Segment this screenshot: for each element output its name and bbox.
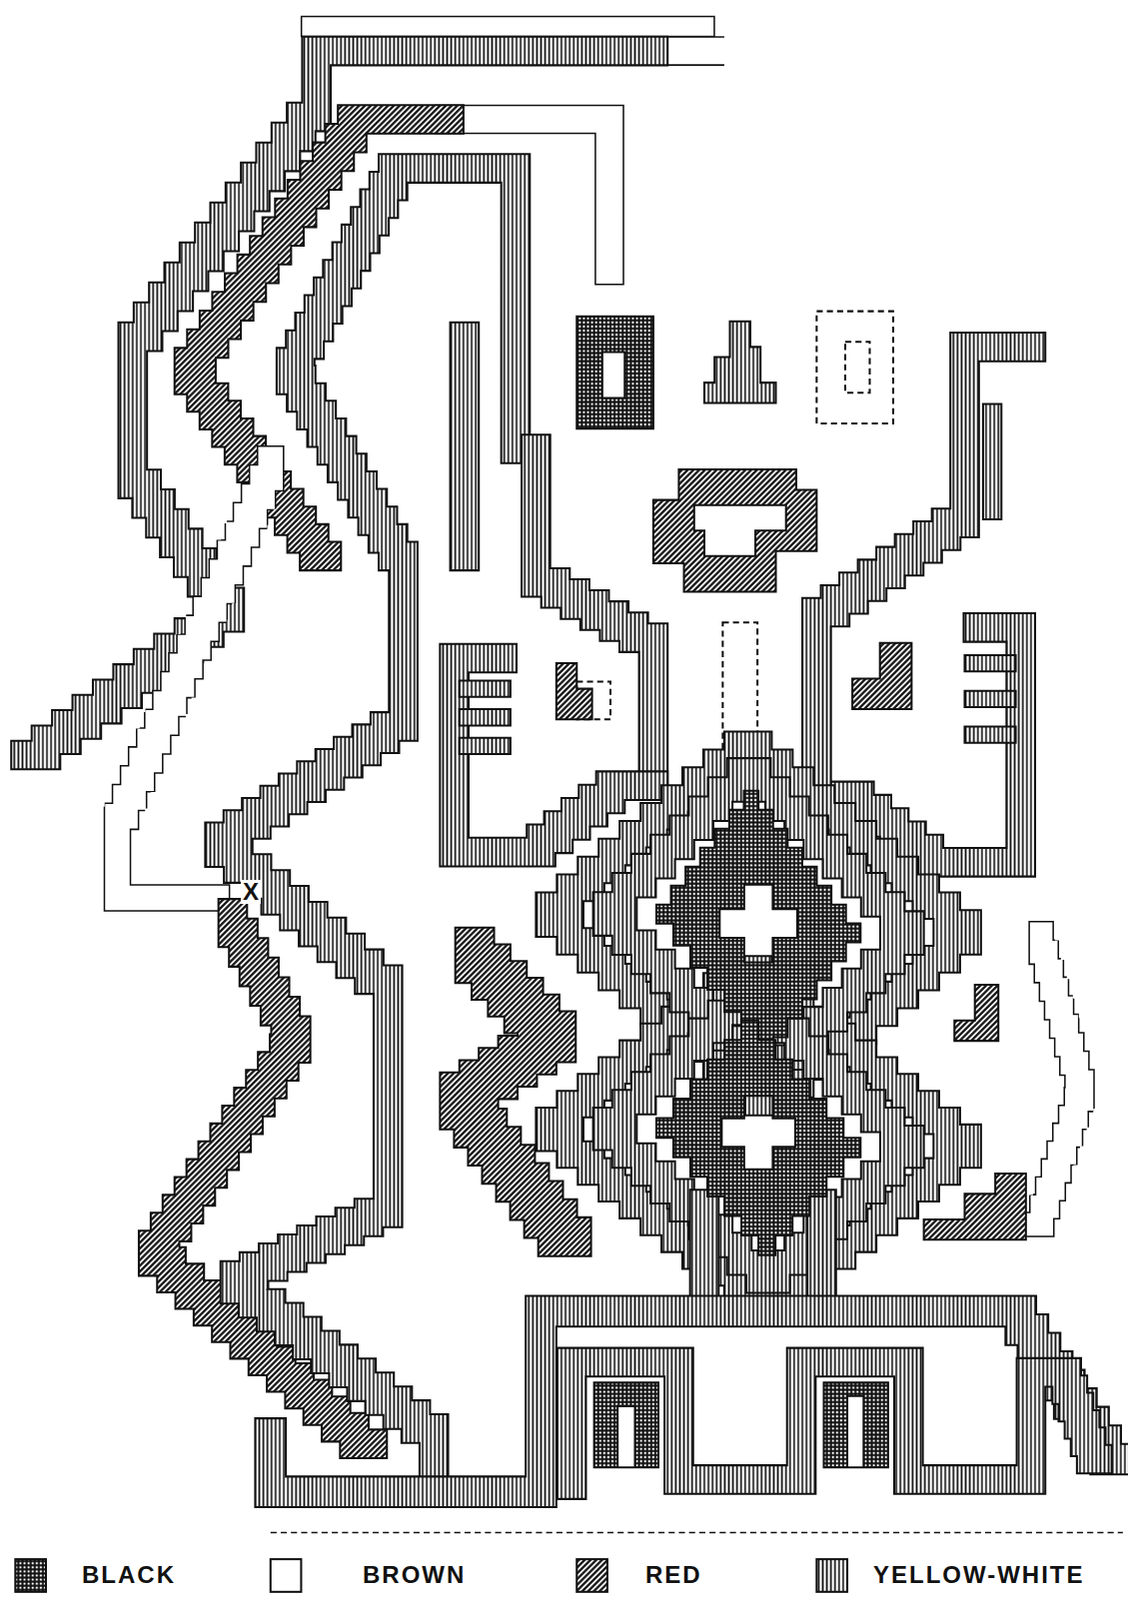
band-outline [467,708,503,727]
pattern-band [467,681,503,696]
band-outline [467,679,503,698]
legend-swatch [270,1559,302,1593]
pattern-band [467,710,503,725]
band-outline [535,449,653,787]
legend-text: BLACK [81,1563,176,1588]
pattern-shape [704,321,777,404]
legend-swatch [14,1559,46,1593]
pattern-band [549,970,969,1307]
pattern-shape [594,1382,659,1468]
pattern-band [973,656,1009,671]
pattern-shape [653,469,817,593]
pattern-band [605,995,913,1281]
band-outline [973,690,1009,709]
pattern-shape [824,1382,889,1468]
pattern-shape [556,663,593,720]
pattern-band [1036,934,1083,1225]
pattern-shape [852,643,912,710]
pattern-band [973,727,1009,742]
band-outline [571,1362,1098,1486]
legend-swatch [576,1559,608,1593]
pattern-shape [816,311,894,424]
band-outline [605,995,913,1281]
pattern-band [311,16,705,35]
pattern-band [467,739,503,754]
band-outline [982,413,1003,511]
legend-text: YELLOW-WHITE [873,1563,1086,1588]
pattern-band [535,449,653,787]
band-outline [25,50,654,756]
marker-label: X [240,880,261,905]
pattern-band [459,947,572,1237]
pattern-shape [656,1021,861,1256]
legend-text: RED [645,1563,703,1588]
band-outline [270,1311,1119,1493]
pattern-shape [576,316,654,429]
border-line [270,1532,1124,1535]
band-outline [459,947,572,1237]
pattern-shape [954,985,999,1042]
pattern-band [270,1311,1119,1493]
band-outline [549,970,969,1307]
band-outline [467,737,503,756]
pattern-shape [656,791,861,1058]
pattern-band [451,336,479,557]
band-outline [219,168,516,1471]
pattern-shape [924,1173,1027,1240]
pattern-band [219,168,516,1471]
band-outline [973,725,1009,744]
band-outline [1036,934,1083,1225]
pattern-band [571,1362,1098,1486]
pattern-band [25,50,654,756]
band-outline [973,654,1009,673]
legend-text: BROWN [362,1563,466,1588]
band-outline [449,336,481,557]
legend-swatch [816,1559,848,1593]
pattern-band [973,692,1009,707]
pattern-band [984,413,1001,511]
band-outline [311,15,705,37]
